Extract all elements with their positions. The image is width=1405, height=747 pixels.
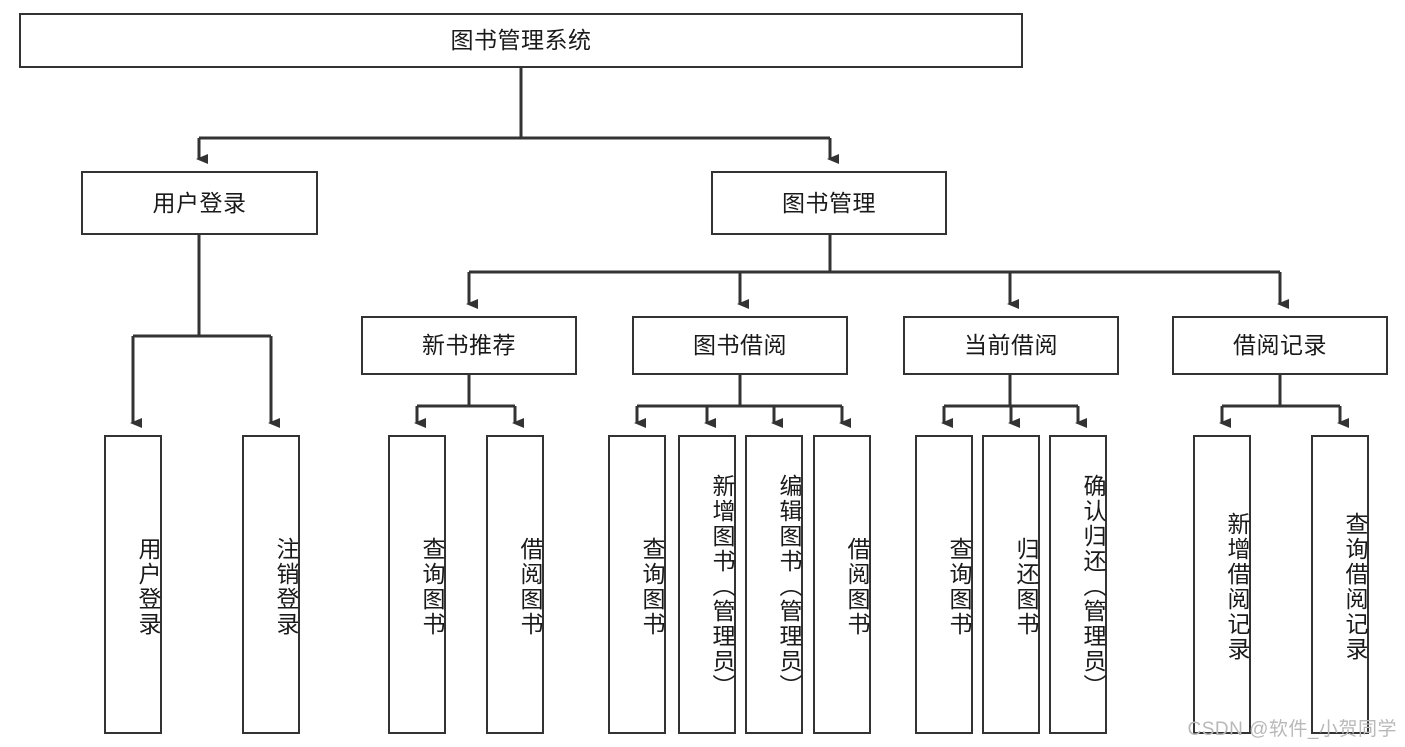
node-book-manage[interactable]: 图书管理 [711,171,947,235]
csdn-watermark: CSDN @软件_小贺同学 [1187,719,1397,740]
node-borrow-record-label: 借阅记录 [1233,332,1327,359]
node-leaf-user-login[interactable]: 用户登录 [104,435,162,734]
node-root-label: 图书管理系统 [450,27,592,54]
node-leaf-add-record[interactable]: 新增借阅记录 [1193,435,1251,734]
node-root[interactable]: 图书管理系统 [19,13,1023,68]
node-leaf-query-book-2[interactable]: 查询图书 [608,435,666,734]
node-new-book-recommend[interactable]: 新书推荐 [361,316,577,375]
node-borrow-record[interactable]: 借阅记录 [1172,316,1388,375]
node-leaf-query-book-1[interactable]: 查询图书 [388,435,446,734]
node-leaf-borrow-book-1[interactable]: 借阅图书 [486,435,544,734]
node-leaf-return-book[interactable]: 归还图书 [982,435,1040,734]
node-new-book-recommend-label: 新书推荐 [422,332,516,359]
node-leaf-add-book[interactable]: 新增图书（管理员） [678,435,736,734]
node-leaf-return-book-label: 归还图书 [1013,536,1039,637]
node-book-manage-label: 图书管理 [782,189,876,216]
node-leaf-query-book-2-label: 查询图书 [639,536,665,637]
node-leaf-query-record[interactable]: 查询借阅记录 [1311,435,1369,734]
node-current-borrow-label: 当前借阅 [964,332,1058,359]
node-book-borrow[interactable]: 图书借阅 [632,316,848,375]
node-leaf-borrow-book-2-label: 借阅图书 [844,536,870,637]
node-leaf-logout-label: 注销登录 [273,536,299,637]
node-book-borrow-label: 图书借阅 [693,332,787,359]
node-leaf-confirm-return-label: 确认归还（管理员） [1080,474,1106,699]
node-user-login[interactable]: 用户登录 [81,171,318,235]
node-leaf-edit-book-label: 编辑图书（管理员） [776,474,802,699]
node-leaf-query-book-3-label: 查询图书 [946,536,972,637]
node-leaf-query-record-label: 查询借阅记录 [1342,511,1368,662]
node-leaf-add-book-label: 新增图书（管理员） [709,474,735,699]
node-leaf-add-record-label: 新增借阅记录 [1224,511,1250,662]
node-user-login-label: 用户登录 [152,189,247,216]
node-leaf-borrow-book-1-label: 借阅图书 [517,536,543,637]
node-leaf-edit-book[interactable]: 编辑图书（管理员） [745,435,803,734]
node-leaf-query-book-1-label: 查询图书 [419,536,445,637]
node-leaf-confirm-return[interactable]: 确认归还（管理员） [1049,435,1107,734]
node-leaf-query-book-3[interactable]: 查询图书 [915,435,973,734]
node-current-borrow[interactable]: 当前借阅 [903,316,1119,375]
node-leaf-logout[interactable]: 注销登录 [242,435,300,734]
node-leaf-borrow-book-2[interactable]: 借阅图书 [813,435,871,734]
node-leaf-user-login-label: 用户登录 [135,536,161,637]
